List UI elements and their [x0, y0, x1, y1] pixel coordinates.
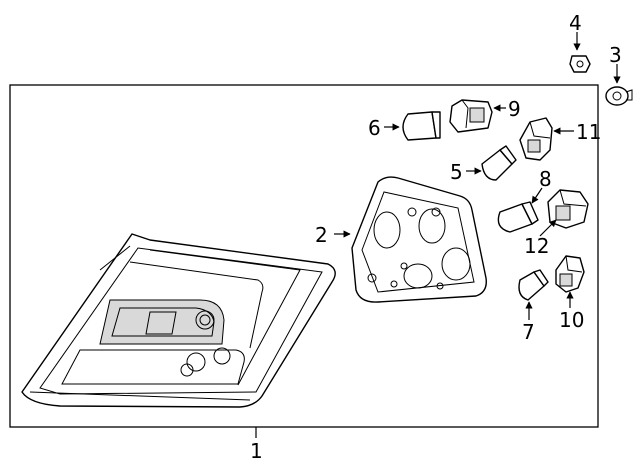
assembly-frame: [9, 84, 599, 428]
lamp-gasket[interactable]: [351, 176, 487, 303]
callout-3: 3: [609, 43, 622, 67]
bulb-7[interactable]: [518, 269, 549, 301]
mounting-nut-3[interactable]: [605, 86, 633, 106]
callout-5: 5: [450, 160, 463, 184]
callout-12: 12: [524, 234, 549, 258]
callout-11: 11: [576, 120, 601, 144]
socket-10[interactable]: [555, 255, 585, 293]
callout-9: 9: [508, 97, 521, 121]
mounting-nut-4[interactable]: [569, 55, 591, 73]
bulb-6[interactable]: [402, 111, 441, 141]
callout-2: 2: [315, 223, 328, 247]
socket-11[interactable]: [519, 117, 553, 161]
callout-4: 4: [569, 11, 582, 35]
bulb-8[interactable]: [497, 201, 539, 233]
callout-7: 7: [522, 320, 535, 344]
socket-12[interactable]: [547, 189, 589, 229]
callout-8: 8: [539, 167, 552, 191]
tail-lamp-assembly[interactable]: [21, 233, 336, 408]
callout-1: 1: [250, 439, 263, 463]
callout-6: 6: [368, 116, 381, 140]
socket-9[interactable]: [449, 99, 493, 133]
callout-10: 10: [559, 308, 584, 332]
bulb-5[interactable]: [481, 145, 517, 181]
